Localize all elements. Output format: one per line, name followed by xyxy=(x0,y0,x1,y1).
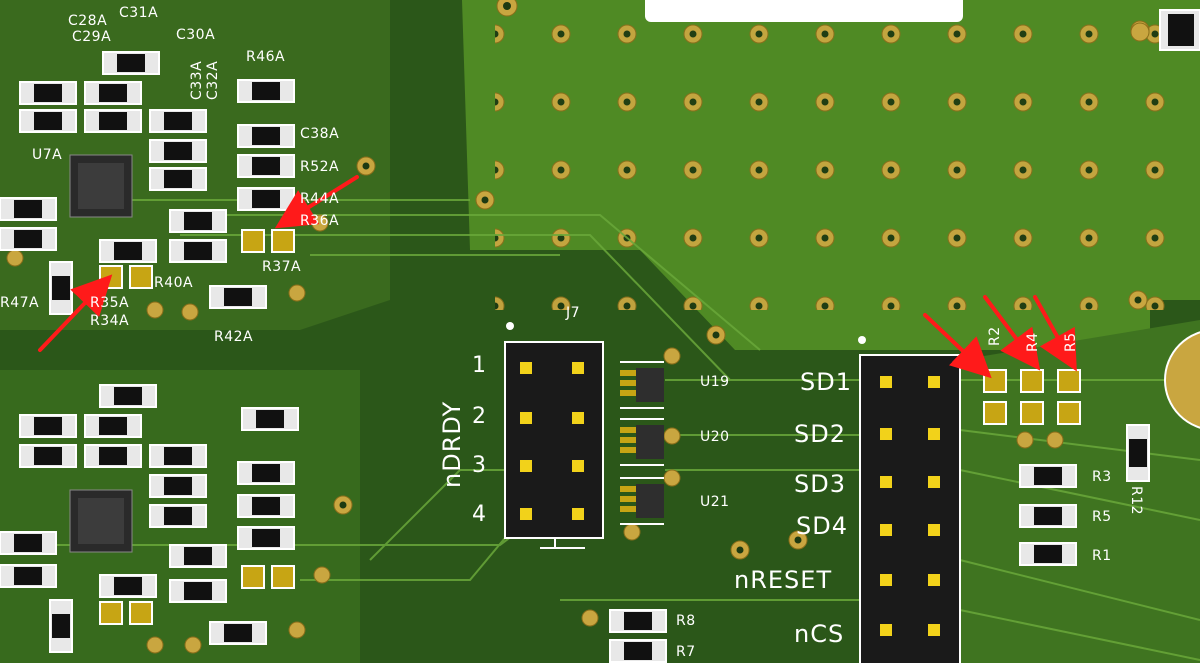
ref-c28a: C28A xyxy=(68,13,108,29)
qfn-ic-lower xyxy=(69,489,133,553)
ref-r2: R2 xyxy=(987,326,1003,346)
via-grid xyxy=(495,10,1195,310)
ref-r36a: R36A xyxy=(300,213,340,229)
keepout-box xyxy=(645,0,963,22)
ref-c29a: C29A xyxy=(72,29,112,45)
ref-r37a: R37A xyxy=(262,259,302,275)
red-arrow-r4 xyxy=(983,295,1041,371)
ref-u20: U20 xyxy=(700,429,730,445)
ref-r12: R12 xyxy=(1128,486,1144,516)
ref-c32a: C32A xyxy=(205,60,221,100)
ref-r42a: R42A xyxy=(214,329,254,345)
ref-u7a: U7A xyxy=(32,147,63,163)
sd-pin-sd1: SD1 xyxy=(800,368,852,396)
ref-u19: U19 xyxy=(700,374,730,390)
ref-j7: J7 xyxy=(566,305,581,321)
qfn-ic-u7a xyxy=(69,154,133,218)
ref-r4: R4 xyxy=(1025,332,1041,352)
red-arrows xyxy=(38,175,1077,379)
smd-components-left xyxy=(0,51,299,653)
red-arrow-r35a xyxy=(38,274,113,352)
j7-pin-1: 1 xyxy=(472,353,486,378)
sd-header-body xyxy=(858,336,961,663)
smd-components-right xyxy=(609,9,1200,663)
ref-r44a: R44A xyxy=(300,191,340,207)
ref-r8: R8 xyxy=(676,613,696,629)
ref-r47a: R47A xyxy=(0,295,40,311)
red-arrow-r2 xyxy=(923,313,992,379)
sd-pin-sd4: SD4 xyxy=(796,512,848,540)
mounting-pad xyxy=(1164,331,1200,429)
sot-ics xyxy=(620,361,664,525)
ref-r7: R7 xyxy=(676,644,696,660)
ref-r1: R1 xyxy=(1092,548,1112,564)
traces xyxy=(0,199,1200,661)
ref-c30a: C30A xyxy=(176,27,216,43)
ref-r35a: R35A xyxy=(90,295,130,311)
j7-pin-2: 2 xyxy=(472,404,486,429)
ref-r3: R3 xyxy=(1092,469,1112,485)
ref-c38a: C38A xyxy=(300,126,340,142)
ref-c33a: C33A xyxy=(189,60,205,100)
j7-pin-4: 4 xyxy=(472,502,486,527)
ref-r40a: R40A xyxy=(154,275,194,291)
ref-r52a: R52A xyxy=(300,159,340,175)
ref-r5-top: R5 xyxy=(1063,332,1079,352)
j7-side-label: nDRDY xyxy=(438,400,466,488)
red-arrow-r5 xyxy=(1033,295,1077,372)
ref-r46a: R46A xyxy=(246,49,286,65)
j7-header-body xyxy=(504,322,604,549)
ref-c31a: C31A xyxy=(119,5,159,21)
sd-pin-ncs: nCS xyxy=(794,620,845,648)
ref-r5: R5 xyxy=(1092,509,1112,525)
ref-r34a: R34A xyxy=(90,313,130,329)
sd-pin-sd3: SD3 xyxy=(794,470,846,498)
red-arrow-r37a xyxy=(274,175,359,229)
sd-pin-sd2: SD2 xyxy=(794,420,846,448)
j7-pin-3: 3 xyxy=(472,453,486,478)
sd-pin-nreset: nRESET xyxy=(734,566,833,594)
ref-u21: U21 xyxy=(700,494,730,510)
vias xyxy=(6,0,1150,654)
